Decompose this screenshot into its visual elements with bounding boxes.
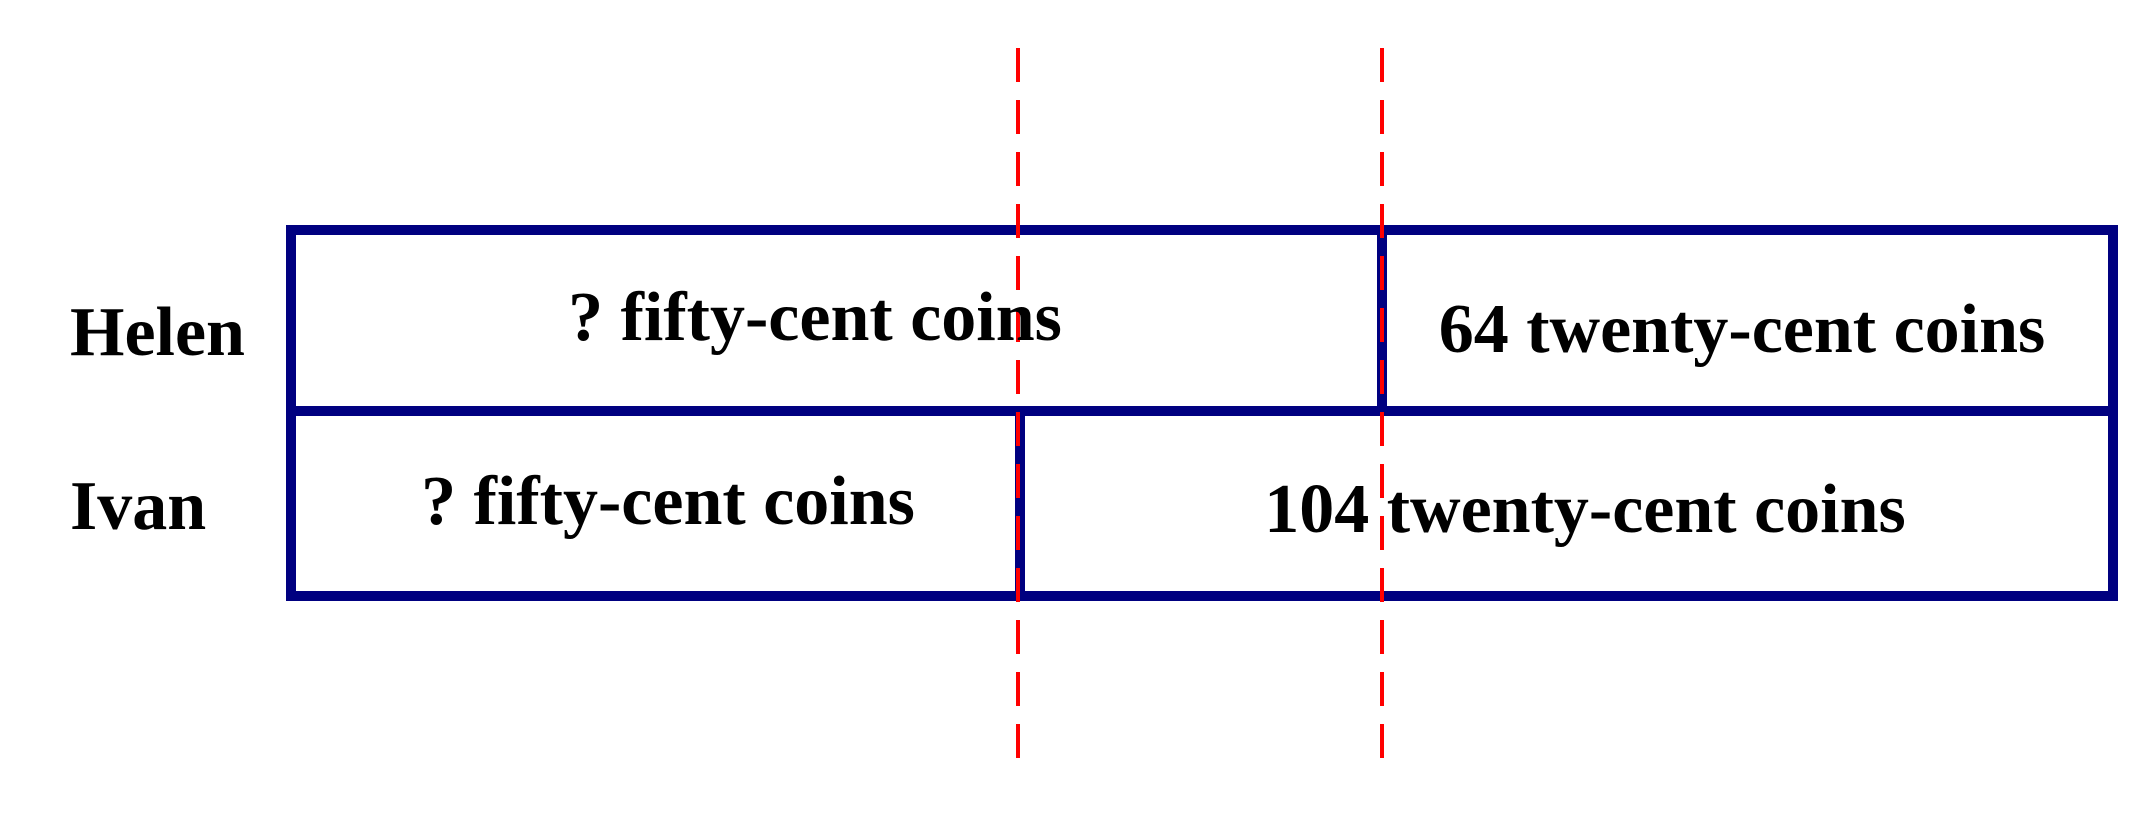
helen-fifty-cent-segment: ? fifty-cent coins	[568, 279, 1062, 356]
row-label-helen: Helen	[70, 294, 245, 371]
helen-twenty-cent-segment: 64 twenty-cent coins	[1438, 291, 2046, 368]
ivan-twenty-cent-segment: 104 twenty-cent coins	[1264, 471, 1906, 548]
row-label-ivan: Ivan	[70, 468, 207, 545]
ivan-fifty-cent-segment: ? fifty-cent coins	[421, 463, 915, 540]
